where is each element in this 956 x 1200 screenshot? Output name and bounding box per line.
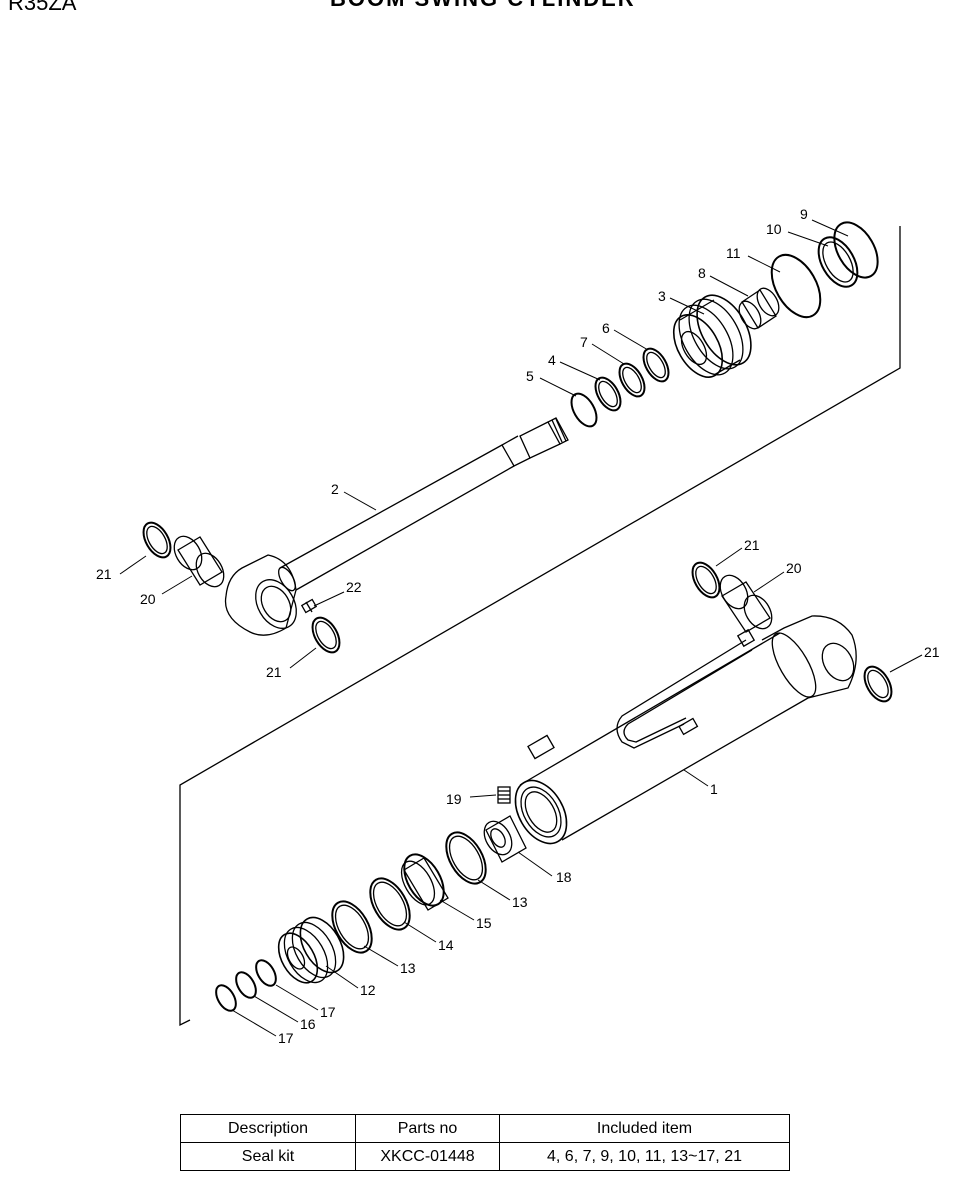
header-included-item: Included item <box>499 1114 790 1143</box>
part-21-dust-seal-c[interactable] <box>687 558 725 602</box>
part-21-dust-seal-b[interactable] <box>307 613 345 657</box>
header-parts-no: Parts no <box>355 1114 500 1143</box>
table-row: Seal kit XKCC-01448 4, 6, 7, 9, 10, 11, … <box>180 1142 790 1171</box>
part-3-rod-cover[interactable] <box>664 286 762 385</box>
model-label: R35ZA <box>8 0 77 15</box>
part-7-seal[interactable] <box>614 359 649 400</box>
callout-18: 18 <box>556 869 572 885</box>
callout-17-b: 17 <box>278 1030 294 1046</box>
part-17-backup-ring-a[interactable] <box>252 957 280 989</box>
callout-1: 1 <box>710 781 718 797</box>
cell-included-item: 4, 6, 7, 9, 10, 11, 13~17, 21 <box>499 1142 790 1171</box>
callout-9: 9 <box>800 206 808 222</box>
cell-parts-no: XKCC-01448 <box>355 1142 500 1171</box>
part-13-wear-ring-b[interactable] <box>324 895 380 959</box>
part-16-o-ring[interactable] <box>232 969 260 1001</box>
part-12-piston[interactable] <box>271 910 353 990</box>
part-14-seal-ring[interactable] <box>362 872 418 936</box>
part-21-dust-seal-a[interactable] <box>138 518 176 562</box>
part-19-set-screw[interactable] <box>497 786 511 804</box>
seal-kit-table: Description Parts no Included item Seal … <box>180 1114 790 1171</box>
callout-21-b: 21 <box>266 664 282 680</box>
part-17-backup-ring-b[interactable] <box>212 982 240 1014</box>
part-20-bushing-lower[interactable] <box>715 570 778 633</box>
part-4-dust-wiper[interactable] <box>590 373 625 414</box>
callout-13-a: 13 <box>512 894 528 910</box>
callout-17-a: 17 <box>320 1004 336 1020</box>
part-22-grease-nipple[interactable] <box>300 598 318 614</box>
part-18-piston-nut[interactable] <box>479 815 527 863</box>
part-10-o-ring[interactable] <box>811 231 866 294</box>
part-5-snap-ring[interactable] <box>566 389 601 430</box>
assembly-boundary <box>179 226 901 1027</box>
callout-5: 5 <box>526 368 534 384</box>
callout-16: 16 <box>300 1016 316 1032</box>
part-8-bushing[interactable] <box>735 285 784 333</box>
callout-22: 22 <box>346 579 362 595</box>
callout-10: 10 <box>766 221 782 237</box>
exploded-parts-diagram: 9 10 11 8 3 6 7 4 5 2 21 20 22 21 21 20 … <box>96 206 940 1046</box>
callout-20-a: 20 <box>140 591 156 607</box>
part-11-ring[interactable] <box>762 247 831 326</box>
header-description: Description <box>180 1114 356 1143</box>
cell-description: Seal kit <box>180 1142 356 1171</box>
callout-2: 2 <box>331 481 339 497</box>
callout-11: 11 <box>726 245 741 261</box>
table-header-row: Description Parts no Included item <box>180 1114 790 1143</box>
callout-21-c: 21 <box>744 537 760 553</box>
callout-3: 3 <box>658 288 666 304</box>
callout-21-a: 21 <box>96 566 112 582</box>
part-9-backup-ring[interactable] <box>825 215 886 285</box>
part-13-wear-ring-a[interactable] <box>438 826 494 890</box>
part-15-piston-seal[interactable] <box>395 848 452 912</box>
page-title: BOOM SWING CYLINDER <box>330 0 636 12</box>
callout-7: 7 <box>580 334 588 350</box>
leader-lines <box>119 219 923 1037</box>
callout-12: 12 <box>360 982 376 998</box>
callout-labels: 9 10 11 8 3 6 7 4 5 2 21 20 22 21 21 20 … <box>96 206 940 1046</box>
callout-14: 14 <box>438 937 454 953</box>
callout-21-d: 21 <box>924 644 940 660</box>
callout-20-b: 20 <box>786 560 802 576</box>
callout-19: 19 <box>446 791 462 807</box>
callout-15: 15 <box>476 915 492 931</box>
part-20-bushing-upper[interactable] <box>169 531 230 591</box>
callout-4: 4 <box>548 352 556 368</box>
part-1-cylinder-tube[interactable] <box>505 615 860 852</box>
callout-13-b: 13 <box>400 960 416 976</box>
part-21-dust-seal-d[interactable] <box>859 662 897 706</box>
callout-6: 6 <box>602 320 610 336</box>
part-2-piston-rod[interactable] <box>224 417 569 636</box>
callout-8: 8 <box>698 265 706 281</box>
